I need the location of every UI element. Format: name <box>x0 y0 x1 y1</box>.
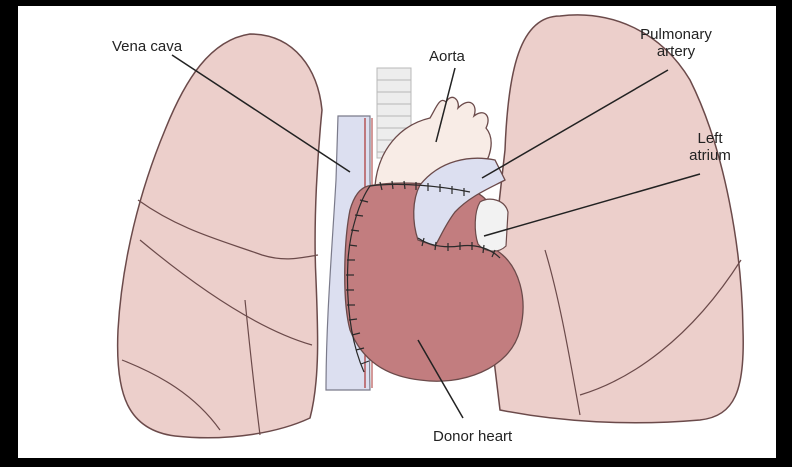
left-atrium-shape <box>475 199 508 251</box>
label-left-atrium-line1: Left <box>680 130 740 147</box>
label-pulmonary-artery-line1: Pulmonary <box>626 26 726 43</box>
label-left-atrium: Left atrium <box>680 130 740 164</box>
label-pulmonary-artery-line2: artery <box>626 43 726 60</box>
label-pulmonary-artery: Pulmonary artery <box>626 26 726 60</box>
label-vena-cava: Vena cava <box>112 38 182 55</box>
label-donor-heart: Donor heart <box>433 428 512 445</box>
label-aorta: Aorta <box>429 48 465 65</box>
label-left-atrium-line2: atrium <box>680 147 740 164</box>
